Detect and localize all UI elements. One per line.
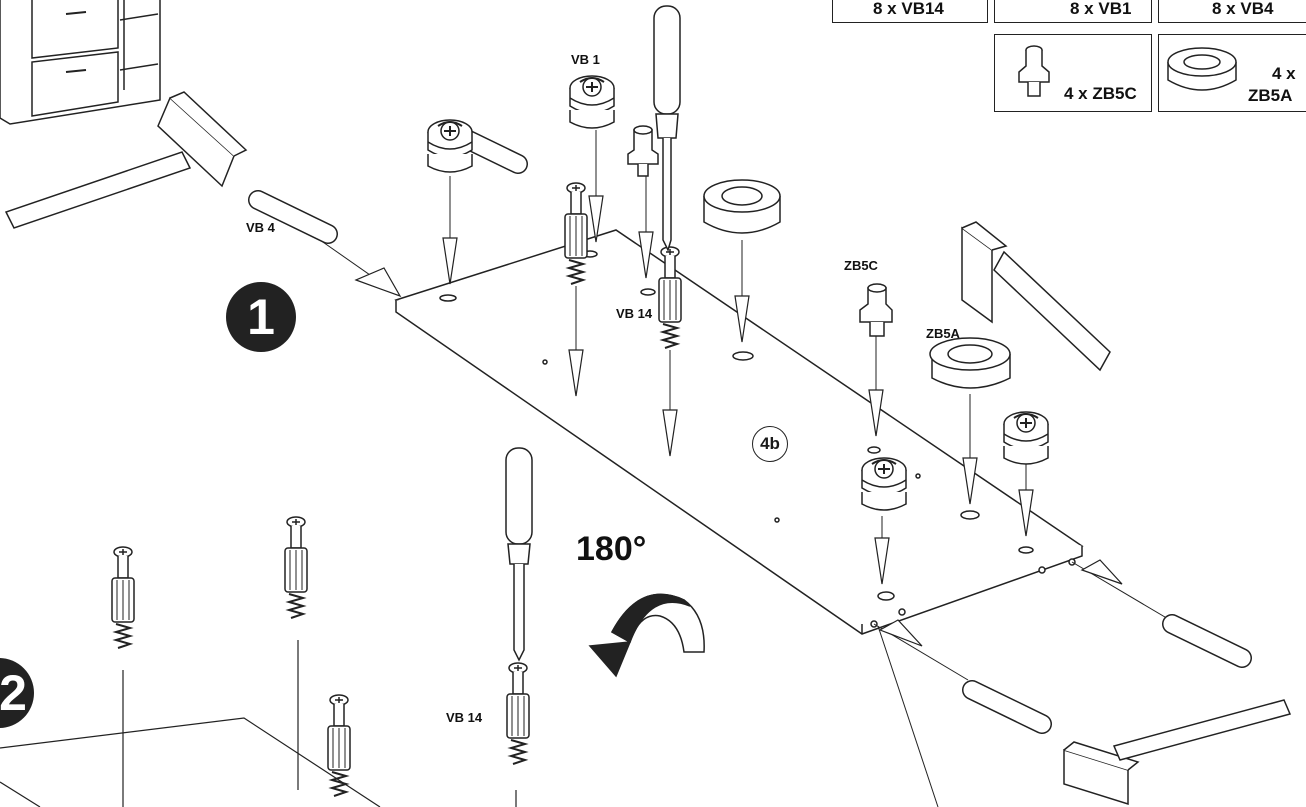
label-vb14-top: VB 14 xyxy=(616,306,653,321)
legend-zb5a-qty: 4 x xyxy=(1272,64,1296,83)
zb5c-plugs xyxy=(627,125,893,337)
legend-box-vb1 xyxy=(994,0,1152,23)
legend-box-vb14 xyxy=(832,0,988,23)
label-vb4: VB 4 xyxy=(246,220,275,235)
hammer-icon xyxy=(1063,699,1292,806)
legend-vb14: 8 x VB14 xyxy=(873,0,944,18)
label-zb5c: ZB5C xyxy=(844,258,878,273)
label-vb1: VB 1 xyxy=(571,52,600,67)
screwdriver-icon xyxy=(505,5,681,662)
rotation-label: 180° xyxy=(576,530,647,568)
label-vb14-bottom: VB 14 xyxy=(446,710,483,725)
cabinet-preview xyxy=(0,0,161,125)
legend-vb4: 8 x VB4 xyxy=(1212,0,1274,18)
legend-zb5a-name: ZB5A xyxy=(1248,86,1293,105)
hammer-icon xyxy=(961,221,1111,372)
hammer-icon xyxy=(4,91,248,229)
legend-zb5c: 4 x ZB5C xyxy=(1064,84,1137,103)
legend-box-vb4 xyxy=(1158,0,1306,23)
legend-zb5c-icon xyxy=(1018,45,1050,97)
legend-zb5a-icon xyxy=(1167,47,1237,91)
legend-vb1: 8 x VB1 xyxy=(1070,0,1132,18)
zb5a-rings xyxy=(703,179,1011,389)
substep-4b: 4b xyxy=(752,426,788,462)
board-panel xyxy=(394,229,1084,635)
rotate-arrow-icon xyxy=(588,593,705,678)
step-number-2: 2 xyxy=(0,658,34,728)
step-number-1: 1 xyxy=(226,282,296,352)
label-zb5a: ZB5A xyxy=(926,326,960,341)
board-panel-step2 xyxy=(0,640,517,807)
insertion-arrows xyxy=(354,195,1123,647)
